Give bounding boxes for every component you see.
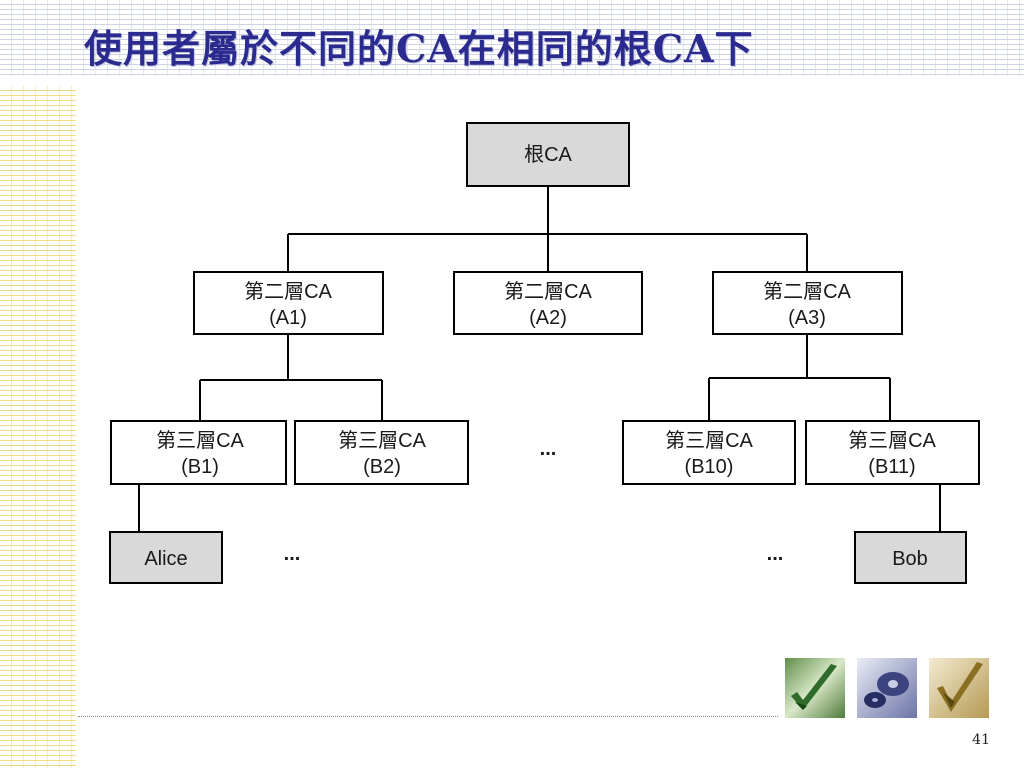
green-checkmark-icon (785, 658, 845, 718)
level3-ca-b1-id: (B1) (181, 456, 219, 478)
user-alice-label: Alice (144, 548, 187, 570)
user-bob-label: Bob (892, 548, 928, 570)
level2-ca-a1-id: (A1) (269, 307, 307, 329)
user-bob-node: Bob (854, 531, 967, 584)
level3-ca-b11-node: 第三層CA (B11) (805, 420, 980, 485)
top-striped-band (0, 0, 1024, 76)
page-number: 41 (972, 732, 990, 748)
level2-ca-a1-title: 第二層CA (244, 280, 332, 303)
ellipsis-users-right: ... (767, 543, 784, 565)
level3-ca-b2-title: 第三層CA (338, 429, 426, 452)
blue-disc-icon (857, 658, 917, 718)
level2-ca-a3-node: 第二層CA (A3) (712, 271, 903, 335)
level2-ca-a2-node: 第二層CA (A2) (453, 271, 643, 335)
slide-title: 使用者屬於不同的CA在相同的根CA下 (84, 26, 754, 71)
level3-ca-b1-node: 第三層CA (B1) (110, 420, 287, 485)
level3-ca-b2-id: (B2) (363, 456, 401, 478)
ellipsis-level3: ... (540, 438, 557, 460)
user-alice-node: Alice (109, 531, 223, 584)
level2-ca-a2-id: (A2) (529, 307, 567, 329)
level2-ca-a3-id: (A3) (788, 307, 826, 329)
connector-lines (138, 186, 941, 532)
level3-ca-b10-id: (B10) (685, 456, 734, 478)
level3-ca-b11-title: 第三層CA (848, 429, 936, 452)
level2-ca-a1-node: 第二層CA (A1) (193, 271, 384, 335)
level3-ca-b10-node: 第三層CA (B10) (622, 420, 796, 485)
left-striped-band (0, 86, 76, 768)
ellipsis-users-left: ... (284, 543, 301, 565)
level3-ca-b2-node: 第三層CA (B2) (294, 420, 469, 485)
root-ca-node: 根CA (466, 122, 630, 187)
level3-ca-b10-title: 第三層CA (665, 429, 753, 452)
level2-ca-a2-title: 第二層CA (504, 280, 592, 303)
level2-ca-a3-title: 第二層CA (763, 280, 851, 303)
footer-divider (78, 716, 778, 717)
level3-ca-b1-title: 第三層CA (156, 429, 244, 452)
level3-ca-b11-id: (B11) (868, 456, 915, 478)
root-ca-label: 根CA (524, 143, 572, 166)
gold-checkmark-icon (929, 658, 989, 718)
